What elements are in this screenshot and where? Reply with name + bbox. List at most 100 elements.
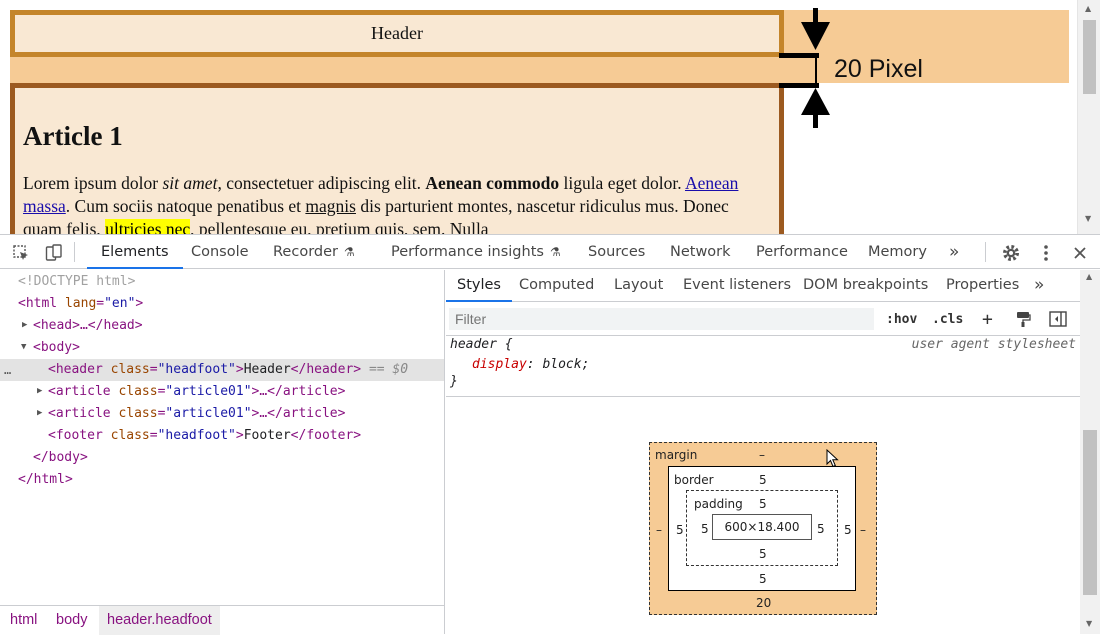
tab-memory[interactable]: Memory xyxy=(868,244,927,260)
box-model-content[interactable]: 600×18.400 xyxy=(712,514,812,540)
tree-article[interactable]: <article class="article01">…</article> xyxy=(48,384,346,399)
box-model-margin[interactable]: margin – – – 20 border 5 5 5 5 padding 5… xyxy=(649,442,877,615)
toggle-sidebar-icon[interactable] xyxy=(1049,311,1067,333)
border-label: border xyxy=(674,473,714,487)
tab-network[interactable]: Network xyxy=(670,244,731,260)
margin-label: margin xyxy=(655,448,698,462)
tree-body-close[interactable]: </body> xyxy=(33,450,88,465)
padding-top-value[interactable]: 5 xyxy=(759,497,767,511)
article-1: Article 1 Lorem ipsum dolor sit amet, co… xyxy=(10,83,784,234)
tree-doctype[interactable]: <!DOCTYPE html> xyxy=(18,274,136,289)
padding-label: padding xyxy=(694,497,743,511)
annotation-arrows-icon xyxy=(801,8,830,128)
border-top-value[interactable]: 5 xyxy=(759,473,767,487)
more-options-icon[interactable] xyxy=(1035,242,1057,264)
subtab-computed[interactable]: Computed xyxy=(519,277,595,293)
tree-header-selected[interactable]: … <header class="headfoot">Header</heade… xyxy=(0,359,444,381)
cls-toggle[interactable]: .cls xyxy=(932,312,964,327)
subtab-styles[interactable]: Styles xyxy=(446,270,512,302)
tab-elements[interactable]: Elements xyxy=(87,235,183,269)
subtab-event-listeners[interactable]: Event listeners xyxy=(683,277,791,293)
inspect-element-icon[interactable] xyxy=(10,242,32,264)
tab-performance-insights[interactable]: Performance insights⚗ xyxy=(391,244,561,260)
annotation-bar-top xyxy=(779,53,819,58)
tab-performance[interactable]: Performance xyxy=(756,244,848,260)
box-model-border[interactable]: border 5 5 5 5 padding 5 5 5 5 600×18.40… xyxy=(668,466,856,591)
expand-article-icon[interactable]: ▶ xyxy=(37,408,43,418)
tree-footer[interactable]: <footer class="headfoot">Footer</footer> xyxy=(48,428,362,443)
new-rule-button[interactable]: + xyxy=(982,309,993,330)
annotation-label: 20 Pixel xyxy=(834,55,923,83)
flask-icon: ⚗ xyxy=(343,245,355,259)
styles-subtabs: Styles Computed Layout Event listeners D… xyxy=(446,270,1080,302)
devtools-tabbar: Elements Console Recorder⚗ Performance i… xyxy=(0,235,1100,269)
hov-toggle[interactable]: :hov xyxy=(886,312,918,327)
subtab-properties[interactable]: Properties xyxy=(946,277,1020,293)
styles-scrollbar[interactable]: ▲ ▼ xyxy=(1080,270,1100,634)
border-left-value[interactable]: 5 xyxy=(676,523,684,537)
subtab-dom-breakpoints[interactable]: DOM breakpoints xyxy=(803,277,929,293)
padding-right-value[interactable]: 5 xyxy=(817,522,825,536)
styles-pane: Styles Computed Layout Event listeners D… xyxy=(446,270,1100,634)
margin-right-value[interactable]: – xyxy=(860,523,866,537)
flask-icon: ⚗ xyxy=(549,245,561,259)
annotation-bar-bottom xyxy=(779,83,819,88)
padding-bottom-value[interactable]: 5 xyxy=(759,547,767,561)
scroll-down-icon[interactable]: ▼ xyxy=(1086,619,1093,628)
device-toolbar-icon[interactable] xyxy=(43,242,65,264)
scroll-up-icon[interactable]: ▲ xyxy=(1085,4,1092,13)
article-title: Article 1 xyxy=(23,121,123,151)
subtab-layout[interactable]: Layout xyxy=(614,277,664,293)
border-bottom-value[interactable]: 5 xyxy=(759,572,767,586)
devtools-panel: Elements Console Recorder⚗ Performance i… xyxy=(0,234,1100,635)
more-icon[interactable]: … xyxy=(4,363,12,377)
collapse-body-icon[interactable]: ▼ xyxy=(21,342,27,352)
filter-toolbar: :hov .cls + xyxy=(446,303,1080,336)
tree-html-close[interactable]: </html> xyxy=(18,472,73,487)
more-subtabs-button[interactable]: » xyxy=(1034,275,1045,295)
tab-separator xyxy=(74,242,75,262)
tab-recorder[interactable]: Recorder⚗ xyxy=(273,244,355,260)
scroll-thumb[interactable] xyxy=(1083,20,1096,94)
breadcrumb-html[interactable]: html xyxy=(10,612,38,628)
tree-body[interactable]: <body> xyxy=(33,340,80,355)
expand-article-icon[interactable]: ▶ xyxy=(37,386,43,396)
page-viewport: Header Article 1 Lorem ipsum dolor sit a… xyxy=(0,0,1100,234)
margin-bottom-value[interactable]: 20 xyxy=(756,596,772,610)
expand-head-icon[interactable]: ▶ xyxy=(22,320,28,330)
close-icon[interactable] xyxy=(1069,242,1091,264)
rule-selector[interactable]: header { xyxy=(450,337,513,352)
paint-roller-icon[interactable] xyxy=(1015,311,1031,333)
elements-tree: <!DOCTYPE html> <html lang="en"> ▶ <head… xyxy=(0,270,445,635)
padding-left-value[interactable]: 5 xyxy=(701,522,709,536)
tree-head[interactable]: <head>…</head> xyxy=(33,318,143,333)
styles-filter-input[interactable] xyxy=(449,308,874,330)
rule-origin: user agent stylesheet xyxy=(911,337,1076,352)
article-link[interactable]: Aenean massa xyxy=(23,172,739,216)
scroll-down-icon[interactable]: ▼ xyxy=(1085,214,1092,223)
mouse-cursor-icon xyxy=(826,449,839,468)
border-right-value[interactable]: 5 xyxy=(844,523,852,537)
rule-declaration[interactable]: display: block; xyxy=(472,357,590,372)
margin-top-value[interactable]: – xyxy=(759,448,765,462)
breadcrumb: html body header.headfoot xyxy=(0,605,445,635)
css-rule-header: header { user agent stylesheet display: … xyxy=(446,337,1080,397)
margin-left-value[interactable]: – xyxy=(656,523,662,537)
breadcrumb-body[interactable]: body xyxy=(56,612,88,628)
scroll-thumb[interactable] xyxy=(1083,430,1097,595)
box-model-padding[interactable]: padding 5 5 5 5 600×18.400 xyxy=(686,490,838,566)
more-tabs-button[interactable]: » xyxy=(949,242,960,262)
article-paragraph: Lorem ipsum dolor sit amet, consectetuer… xyxy=(23,172,771,234)
scroll-up-icon[interactable]: ▲ xyxy=(1086,272,1093,281)
tab-separator xyxy=(985,242,986,262)
page-scrollbar[interactable]: ▲ ▼ xyxy=(1077,0,1100,234)
tab-sources[interactable]: Sources xyxy=(588,244,646,260)
settings-gear-icon[interactable] xyxy=(1000,242,1022,264)
tree-article[interactable]: <article class="article01">…</article> xyxy=(48,406,346,421)
annotation-line xyxy=(815,58,817,83)
rule-close: } xyxy=(450,374,458,389)
breadcrumb-header[interactable]: header.headfoot xyxy=(99,606,220,635)
tab-console[interactable]: Console xyxy=(191,244,249,260)
tree-html[interactable]: <html lang="en"> xyxy=(18,296,144,311)
page-header: Header xyxy=(10,10,784,57)
